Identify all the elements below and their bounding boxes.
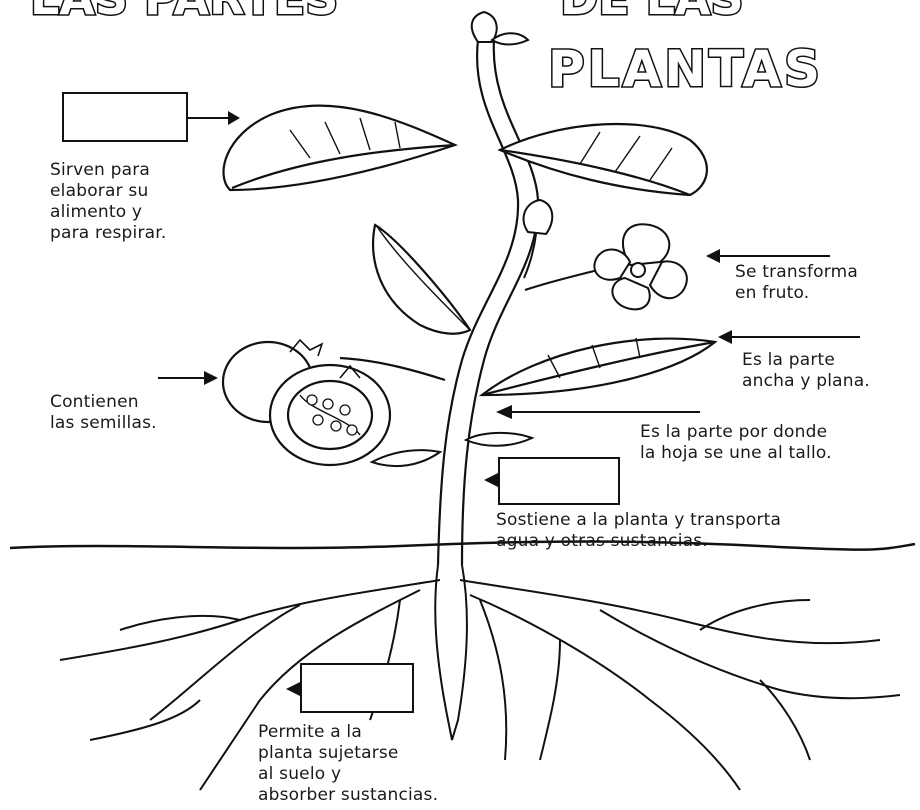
title-line2: PLANTAS [548, 40, 823, 98]
ground-line [9, 540, 916, 551]
title-line1-left: LAS PARTES [30, 0, 338, 25]
leaf-middle-left-drawing [372, 223, 472, 335]
stem-drawing [436, 39, 540, 566]
roots-drawing [59, 564, 901, 791]
arrow-blade [718, 330, 860, 344]
answer-box-leaves[interactable] [62, 92, 188, 142]
pointer-arrows [158, 111, 860, 696]
fruit-drawing [221, 338, 446, 467]
leaf-blade-drawing [478, 337, 718, 397]
label-stem: Sostiene a la planta y transporta agua y… [496, 510, 782, 551]
label-fruit: Contienen las semillas. [50, 392, 157, 433]
answer-box-root[interactable] [300, 663, 414, 713]
small-leaves-drawing [369, 431, 535, 468]
leaf-upper-left-drawing [222, 104, 459, 192]
label-flower: Se transforma en fruto. [735, 262, 859, 303]
label-root: Permite a la planta sujetarse al suelo y… [258, 722, 439, 805]
arrow-flower [706, 249, 830, 263]
answer-box-stem[interactable] [498, 457, 620, 505]
arrow-petiole [496, 405, 700, 419]
label-leaves: Sirven para elaborar su alimento y para … [50, 160, 167, 243]
title-line1-right: DE LAS [560, 0, 744, 25]
label-petiole: Es la parte por donde la hoja se une al … [640, 422, 832, 463]
arrow-leaves [188, 111, 240, 125]
top-bud-drawing [470, 10, 530, 46]
arrow-root [286, 682, 300, 696]
arrow-stem [484, 473, 498, 487]
flower-bud-drawing [522, 198, 554, 279]
flower-drawing [524, 223, 688, 311]
leaf-upper-right-drawing [497, 122, 708, 197]
label-blade: Es la parte ancha y plana. [742, 350, 870, 391]
arrow-fruit [158, 371, 218, 385]
